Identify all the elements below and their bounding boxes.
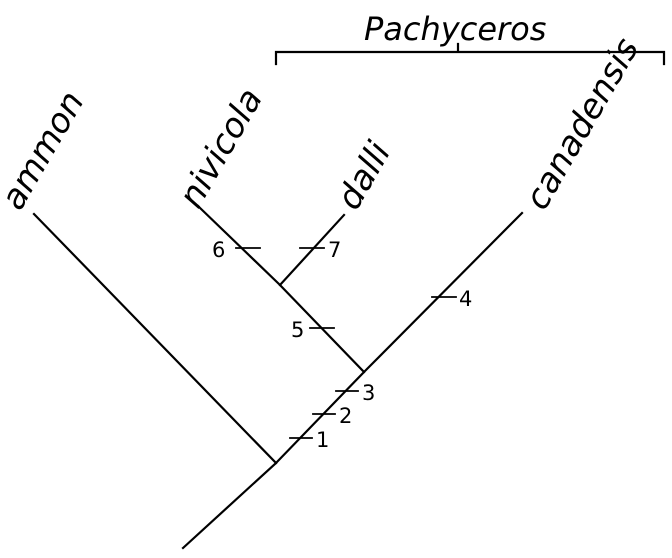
branch-canadensis xyxy=(362,211,524,374)
branch-dalli xyxy=(278,213,346,287)
character-ticks xyxy=(235,247,457,439)
character-label-2: 2 xyxy=(339,404,352,428)
character-label-6: 6 xyxy=(212,238,225,262)
taxon-nivicola: nivicola xyxy=(171,82,271,215)
taxon-labels: ammon nivicola dalli canadensis xyxy=(0,31,647,216)
taxon-dalli: dalli xyxy=(329,135,399,217)
genus-label: Pachyceros xyxy=(364,10,546,48)
character-label-5: 5 xyxy=(291,318,304,342)
character-label-4: 4 xyxy=(459,287,472,311)
genus-bracket: Pachyceros xyxy=(274,10,666,66)
taxon-canadensis: canadensis xyxy=(517,31,647,216)
branch-nivicola xyxy=(196,204,282,287)
bracket-line xyxy=(274,42,666,66)
branches xyxy=(32,204,524,550)
character-label-7: 7 xyxy=(328,238,341,262)
branch-ammon xyxy=(32,212,278,465)
character-numbers: 1 2 3 4 5 6 7 xyxy=(212,238,472,452)
character-label-1: 1 xyxy=(316,428,329,452)
branch-pachyceros-stem xyxy=(274,370,366,465)
root-branch xyxy=(181,461,278,550)
taxon-ammon: ammon xyxy=(0,84,93,216)
character-label-3: 3 xyxy=(362,381,375,405)
